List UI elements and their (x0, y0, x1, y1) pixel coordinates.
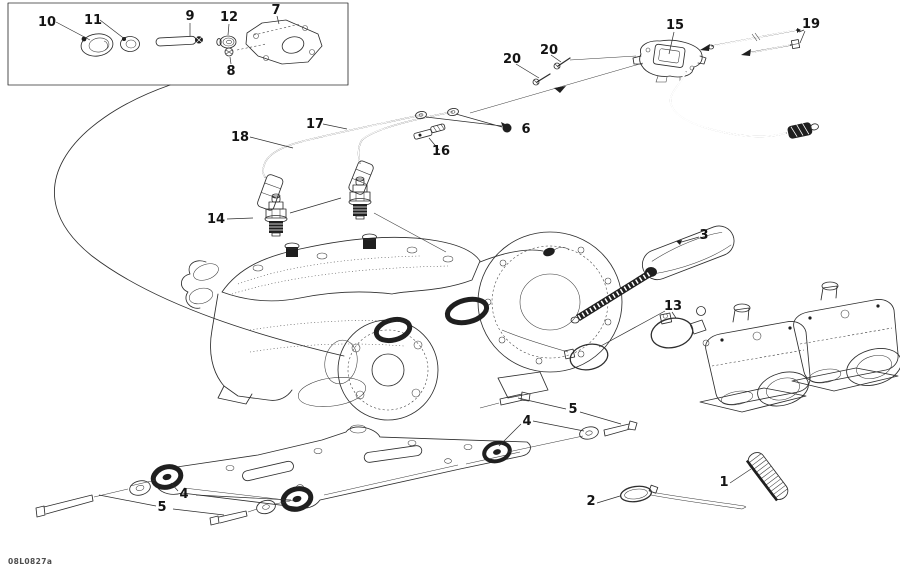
callout-4-b: 4 (179, 487, 188, 502)
callout-1: 1 (719, 475, 728, 490)
callout-leaders (55, 15, 806, 516)
spark-plugs (264, 176, 372, 237)
spark-plug-right (348, 176, 372, 220)
callout-11: 11 (84, 13, 102, 28)
callout-18: 18 (231, 130, 249, 145)
cap-part-6 (502, 123, 512, 133)
screw-19-short (747, 39, 801, 54)
screw-20-right (553, 57, 571, 70)
bolt-washer-set-1 (35, 479, 157, 518)
callout-14: 14 (207, 212, 225, 227)
callout-5-a: 5 (568, 402, 577, 417)
inset-assembly (7, 2, 349, 86)
callout-19: 19 (802, 17, 820, 32)
clip-part-16 (413, 123, 446, 140)
bolt-set-3 (479, 391, 531, 409)
mount-bracket (35, 391, 638, 526)
inset-border (7, 2, 349, 86)
corrugated-tube (745, 452, 789, 502)
rubber-mount-1 (150, 464, 184, 490)
spark-plug-left (264, 193, 288, 237)
callout-4-a: 4 (522, 414, 531, 429)
callout-9: 9 (185, 9, 194, 24)
small-clamp (619, 484, 747, 510)
callout-5-b: 5 (157, 500, 166, 515)
spark-plug-wires (257, 107, 512, 211)
screw-19-long (708, 28, 801, 50)
callout-10: 10 (38, 15, 56, 30)
bolt-washer-set-4 (507, 420, 638, 453)
callout-16: 16 (432, 144, 450, 159)
callout-17: 17 (306, 117, 324, 132)
callout-20-a: 20 (540, 43, 558, 58)
callout-12: 12 (220, 10, 238, 25)
callout-labels: 10 11 9 12 7 8 15 19 20 20 6 17 18 16 14… (38, 3, 820, 515)
carburetors (689, 281, 900, 413)
callout-7: 7 (271, 3, 280, 18)
rubber-mount-3 (482, 440, 512, 464)
drawing-code: 08L0827a (8, 557, 52, 566)
engine-block (181, 212, 623, 421)
cable-connector (787, 122, 819, 139)
callout-20-b: 20 (503, 52, 521, 67)
hose-clamps (501, 312, 694, 371)
callout-13: 13 (664, 299, 682, 314)
callout-3: 3 (699, 228, 708, 243)
inset-locator-curve (54, 84, 345, 357)
screw-20-left (532, 73, 551, 86)
callout-6: 6 (521, 122, 530, 137)
callout-8: 8 (226, 64, 235, 79)
bolt-washer-set-2 (209, 499, 291, 526)
callout-15: 15 (666, 18, 684, 33)
rubber-mount-2 (280, 486, 314, 512)
callout-2: 2 (586, 494, 595, 509)
switch-assembly (469, 28, 819, 139)
oil-dipstick (570, 225, 735, 324)
